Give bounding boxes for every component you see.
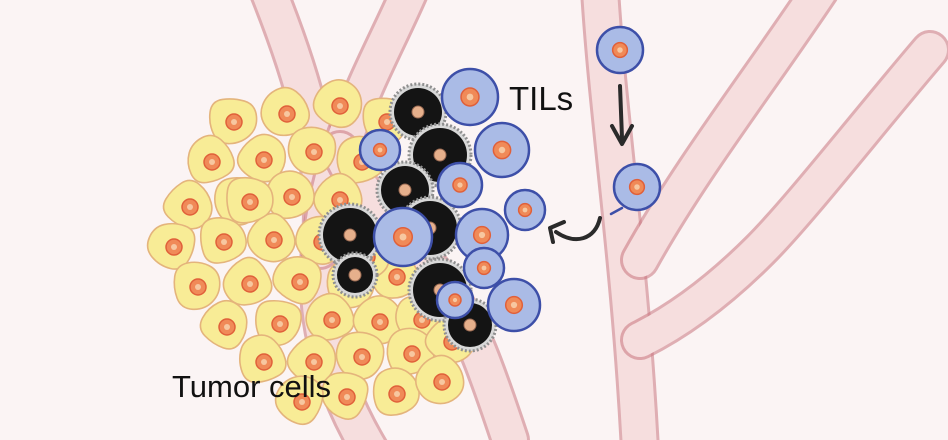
til-cell <box>440 67 500 127</box>
tumor-cell <box>321 371 369 420</box>
tumor-cell <box>199 216 247 264</box>
dying-tumor-cell <box>317 202 383 268</box>
dying-tumor-cell <box>331 251 379 299</box>
til-cell <box>358 128 402 172</box>
tumor-cell <box>372 367 420 416</box>
blood-vessel <box>620 0 838 280</box>
tumor-cell <box>238 334 287 384</box>
tumor-cell <box>199 299 248 350</box>
tumor-cell <box>312 79 363 129</box>
tumor-cell <box>287 126 337 175</box>
tumor-cell <box>286 334 337 385</box>
tumor-cell <box>274 375 324 426</box>
til-cell <box>503 188 547 232</box>
til-cell <box>372 206 434 268</box>
tumor-cell <box>272 256 322 305</box>
tumor-cell <box>266 170 315 220</box>
til-cell <box>486 277 542 333</box>
til-cells <box>358 25 662 333</box>
tumor-cell <box>246 212 296 263</box>
til-cell <box>612 162 662 212</box>
tumor-cell <box>236 133 287 183</box>
til-cell <box>435 280 475 320</box>
til-cell <box>436 161 484 209</box>
tumor-cells-label: Tumor cells <box>172 369 332 404</box>
migration-arrows <box>548 84 634 244</box>
tumor-cell <box>260 86 311 137</box>
curved-arrow <box>548 206 624 244</box>
blood-vessel <box>620 30 948 360</box>
tils-label: TILs <box>509 80 574 117</box>
tumor-cell <box>255 299 302 347</box>
tumor-cell <box>222 256 273 306</box>
til-cell <box>462 246 506 290</box>
til-cell <box>473 121 531 179</box>
til-cell <box>595 25 645 75</box>
tumor-cell <box>208 98 258 145</box>
tumor-cell <box>173 261 221 311</box>
tumor-cell <box>415 354 465 405</box>
tumor-cell <box>187 134 235 184</box>
tumor-cell <box>305 292 355 341</box>
til-cell <box>454 207 510 263</box>
tumor-cell <box>226 176 274 224</box>
down-arrow <box>610 84 634 146</box>
tumor-cell <box>146 222 196 270</box>
tumor-cell <box>335 331 385 380</box>
